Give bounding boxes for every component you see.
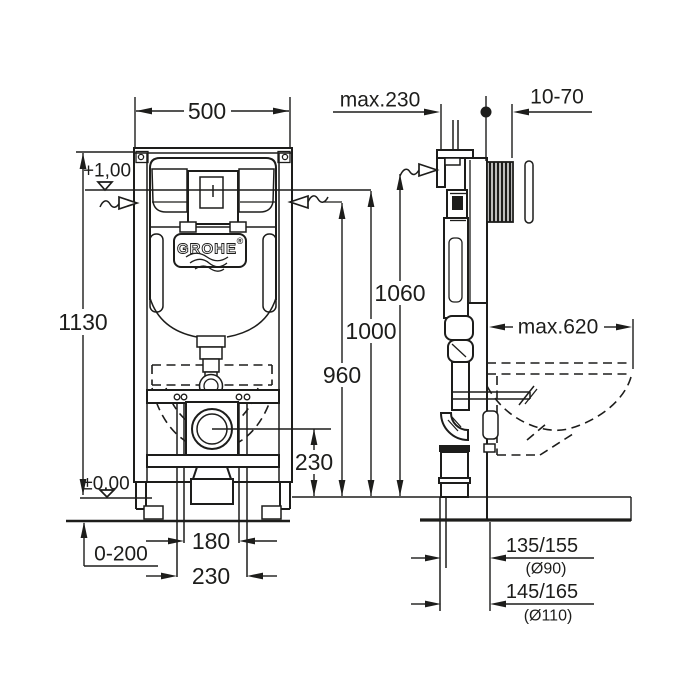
water-level-marks xyxy=(99,194,342,211)
dim-1060-label: 1060 xyxy=(374,280,425,306)
dim-135-155: 135/155 (Ø90) xyxy=(411,522,594,611)
side-slot-right xyxy=(262,233,277,313)
dia-90-label: (Ø90) xyxy=(526,561,567,578)
dim-0-200-label: 0-200 xyxy=(94,543,148,566)
outlet-bend xyxy=(190,478,234,505)
dim-145-165: 145/165 (Ø110) xyxy=(411,581,594,625)
dia-110-label: (Ø110) xyxy=(524,608,573,625)
center-dot-icon xyxy=(480,106,492,118)
dim-0-200: 0-200 xyxy=(80,522,158,567)
dim-1130-label: 1130 xyxy=(58,309,107,335)
dim-180: 180 xyxy=(146,528,277,554)
support-bars-and-drain xyxy=(146,389,331,577)
level-plus-100: +1,00 xyxy=(83,161,371,192)
dim-1000: 1000 xyxy=(345,191,397,496)
frame-profile xyxy=(436,120,538,611)
dim-1000-label: 1000 xyxy=(345,318,396,344)
level-plus-100-label: +1,00 xyxy=(83,161,131,182)
dim-1130: 1130 xyxy=(55,151,133,495)
dim-500-label: 500 xyxy=(188,98,226,124)
dim-145-165-label: 145/165 xyxy=(506,581,578,603)
dimensions: 500 1130 +1,00 ±0,00 xyxy=(55,86,634,625)
wavy-arrow-icon xyxy=(99,200,121,208)
floor-lines xyxy=(66,496,632,523)
wall-bracket xyxy=(436,120,474,188)
dim-230-bottom: 230 xyxy=(146,563,277,589)
flush-plate-opening xyxy=(187,170,239,225)
grohe-logo-text: GROHE xyxy=(177,241,237,258)
grohe-waves-icon xyxy=(185,252,229,272)
bowl-mounting-rod xyxy=(453,385,538,406)
level-zero: ±0,00 xyxy=(80,474,152,499)
mounting-frame xyxy=(133,147,293,483)
dim-230-outlet: 230 xyxy=(295,429,333,496)
flush-pipe xyxy=(196,335,226,399)
dim-230-outlet-label: 230 xyxy=(295,449,333,475)
dim-10-70-label: 10-70 xyxy=(530,86,584,109)
flush-pipe-side xyxy=(451,361,470,411)
dim-500: 500 xyxy=(134,97,291,148)
wavy-arrow-icon xyxy=(307,195,329,203)
bowl-outline-side-dashed xyxy=(486,362,632,456)
front-view: GROHE ® xyxy=(133,147,331,577)
dim-960: 960 xyxy=(322,203,362,496)
level-zero-label: ±0,00 xyxy=(82,474,129,495)
dim-max-620: max.620 xyxy=(489,316,634,369)
bowl-connector-stub xyxy=(482,410,499,440)
side-view xyxy=(436,120,632,611)
dim-1060: 1060 xyxy=(374,162,440,496)
lower-crossbar xyxy=(146,454,280,468)
actuation-plate xyxy=(524,160,534,224)
cistern-bottom-side xyxy=(444,315,474,341)
dim-230-bottom-label: 230 xyxy=(192,563,230,589)
level-mark-icon xyxy=(96,181,114,192)
dim-10-70: 10-70 xyxy=(480,86,592,161)
dim-max-230: max.230 xyxy=(333,89,442,149)
level-mark-icon xyxy=(97,489,117,499)
dim-max-620-label: max.620 xyxy=(518,316,599,339)
dim-135-155-label: 135/155 xyxy=(506,535,578,557)
dim-180-label: 180 xyxy=(192,528,230,554)
wall-hatch-plate xyxy=(486,161,514,223)
grohe-logo-badge: GROHE ® xyxy=(173,233,247,272)
water-chamber-left xyxy=(151,168,188,213)
water-chamber-right xyxy=(238,168,275,213)
cistern xyxy=(149,157,277,338)
dim-960-label: 960 xyxy=(323,362,361,388)
foot-right xyxy=(261,505,282,520)
side-slot-left xyxy=(149,233,164,313)
foot-left xyxy=(143,505,164,520)
wavy-arrow-icon xyxy=(399,168,420,177)
dim-max-230-label: max.230 xyxy=(340,89,421,112)
frame-legs xyxy=(135,482,291,520)
registered-mark: ® xyxy=(237,236,244,246)
